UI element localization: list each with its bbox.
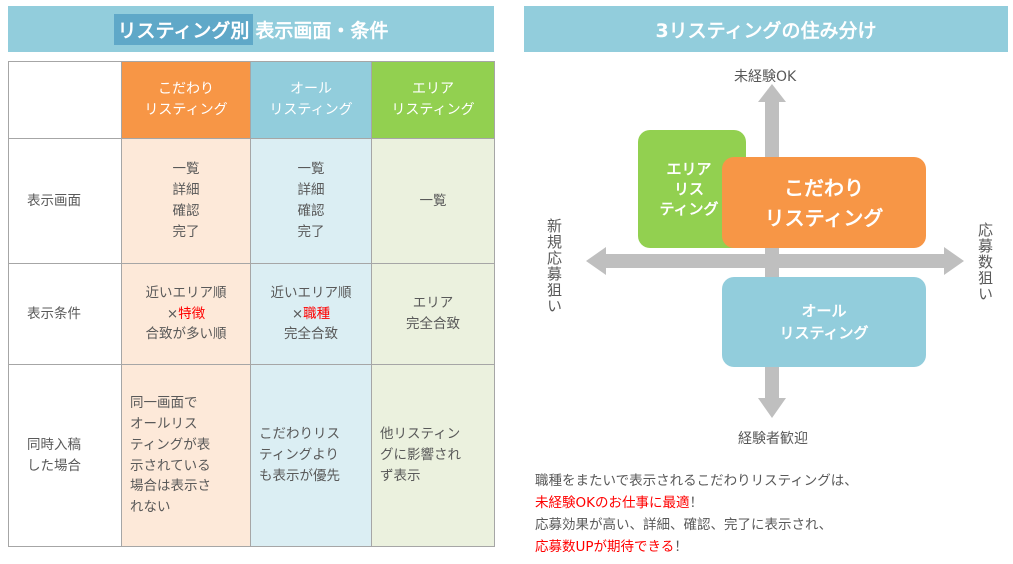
table-row-simultaneous-posting: 同時入稿 した場合 同一画面で オールリス ティングが表 示されている 場合は表…	[8, 364, 495, 547]
cell-kodawari-condition: 近いエリア順 ×特徴 合致が多い順	[121, 263, 251, 365]
axis-label-right: 応募数狙い	[976, 222, 994, 302]
axis-label-bottom: 経験者歓迎	[738, 431, 808, 447]
cell-all-screens: 一覧 詳細 確認 完了	[250, 138, 372, 264]
arrow-down-icon	[758, 398, 786, 418]
header-area: エリア リスティング	[371, 61, 495, 139]
title-highlight: リスティング別	[113, 13, 254, 45]
cell-area-screens: 一覧	[371, 138, 495, 264]
emphasis-text: 特徴	[178, 305, 206, 322]
row-label: 表示画面	[8, 138, 122, 264]
emphasis-text: 職種	[303, 305, 331, 322]
cell-all-condition: 近いエリア順 ×職種 完全合致	[250, 263, 372, 365]
row-label: 同時入稿 した場合	[8, 364, 122, 547]
table-row-display-condition: 表示条件 近いエリア順 ×特徴 合致が多い順 近いエリア順 ×職種 完全合致 エ…	[8, 263, 495, 365]
header-kodawari: こだわり リスティング	[121, 61, 251, 139]
horizontal-axis	[604, 254, 944, 268]
cell-kodawari-simultaneous: 同一画面で オールリス ティングが表 示されている 場合は表示さ れない	[121, 364, 251, 547]
table-header-row: こだわり リスティング オール リスティング エリア リスティング	[8, 61, 495, 139]
row-label: 表示条件	[8, 263, 122, 365]
left-panel-title: リスティング別 表示画面・条件	[8, 6, 494, 52]
arrow-left-icon	[586, 247, 606, 275]
kodawari-listing-box: こだわり リスティング	[722, 157, 926, 248]
header-all: オール リスティング	[250, 61, 372, 139]
table-corner-cell	[8, 61, 122, 139]
axis-label-left: 新規応募狙い	[545, 218, 563, 314]
cell-all-simultaneous: こだわりリス ティングより も表示が優先	[250, 364, 372, 547]
explanation-notes: 職種をまたいで表示されるこだわりリスティングは、 未経験OKのお仕事に最適！ 応…	[535, 470, 1005, 558]
cell-area-condition: エリア 完全合致	[371, 263, 495, 365]
all-listing-box: オール リスティング	[722, 277, 926, 367]
note-line: 応募数UPが期待できる！	[535, 539, 688, 555]
note-line: 未経験OKのお仕事に最適！	[535, 495, 703, 511]
cell-area-simultaneous: 他リスティン グに影響され ず表示	[371, 364, 495, 547]
axis-label-top: 未経験OK	[734, 69, 797, 85]
right-panel-title: 3リスティングの住み分け	[524, 6, 1008, 52]
listing-comparison-table: こだわり リスティング オール リスティング エリア リスティング 表示画面 一…	[8, 61, 495, 547]
arrow-right-icon	[944, 247, 964, 275]
cell-kodawari-screens: 一覧 詳細 確認 完了	[121, 138, 251, 264]
table-row-display-screen: 表示画面 一覧 詳細 確認 完了 一覧 詳細 確認 完了 一覧	[8, 138, 495, 264]
arrow-up-icon	[758, 84, 786, 102]
title-rest: 表示画面・条件	[255, 19, 389, 42]
note-line: 職種をまたいで表示されるこだわりリスティングは、	[535, 473, 858, 489]
note-line: 応募効果が高い、詳細、確認、完了に表示され、	[535, 517, 833, 533]
